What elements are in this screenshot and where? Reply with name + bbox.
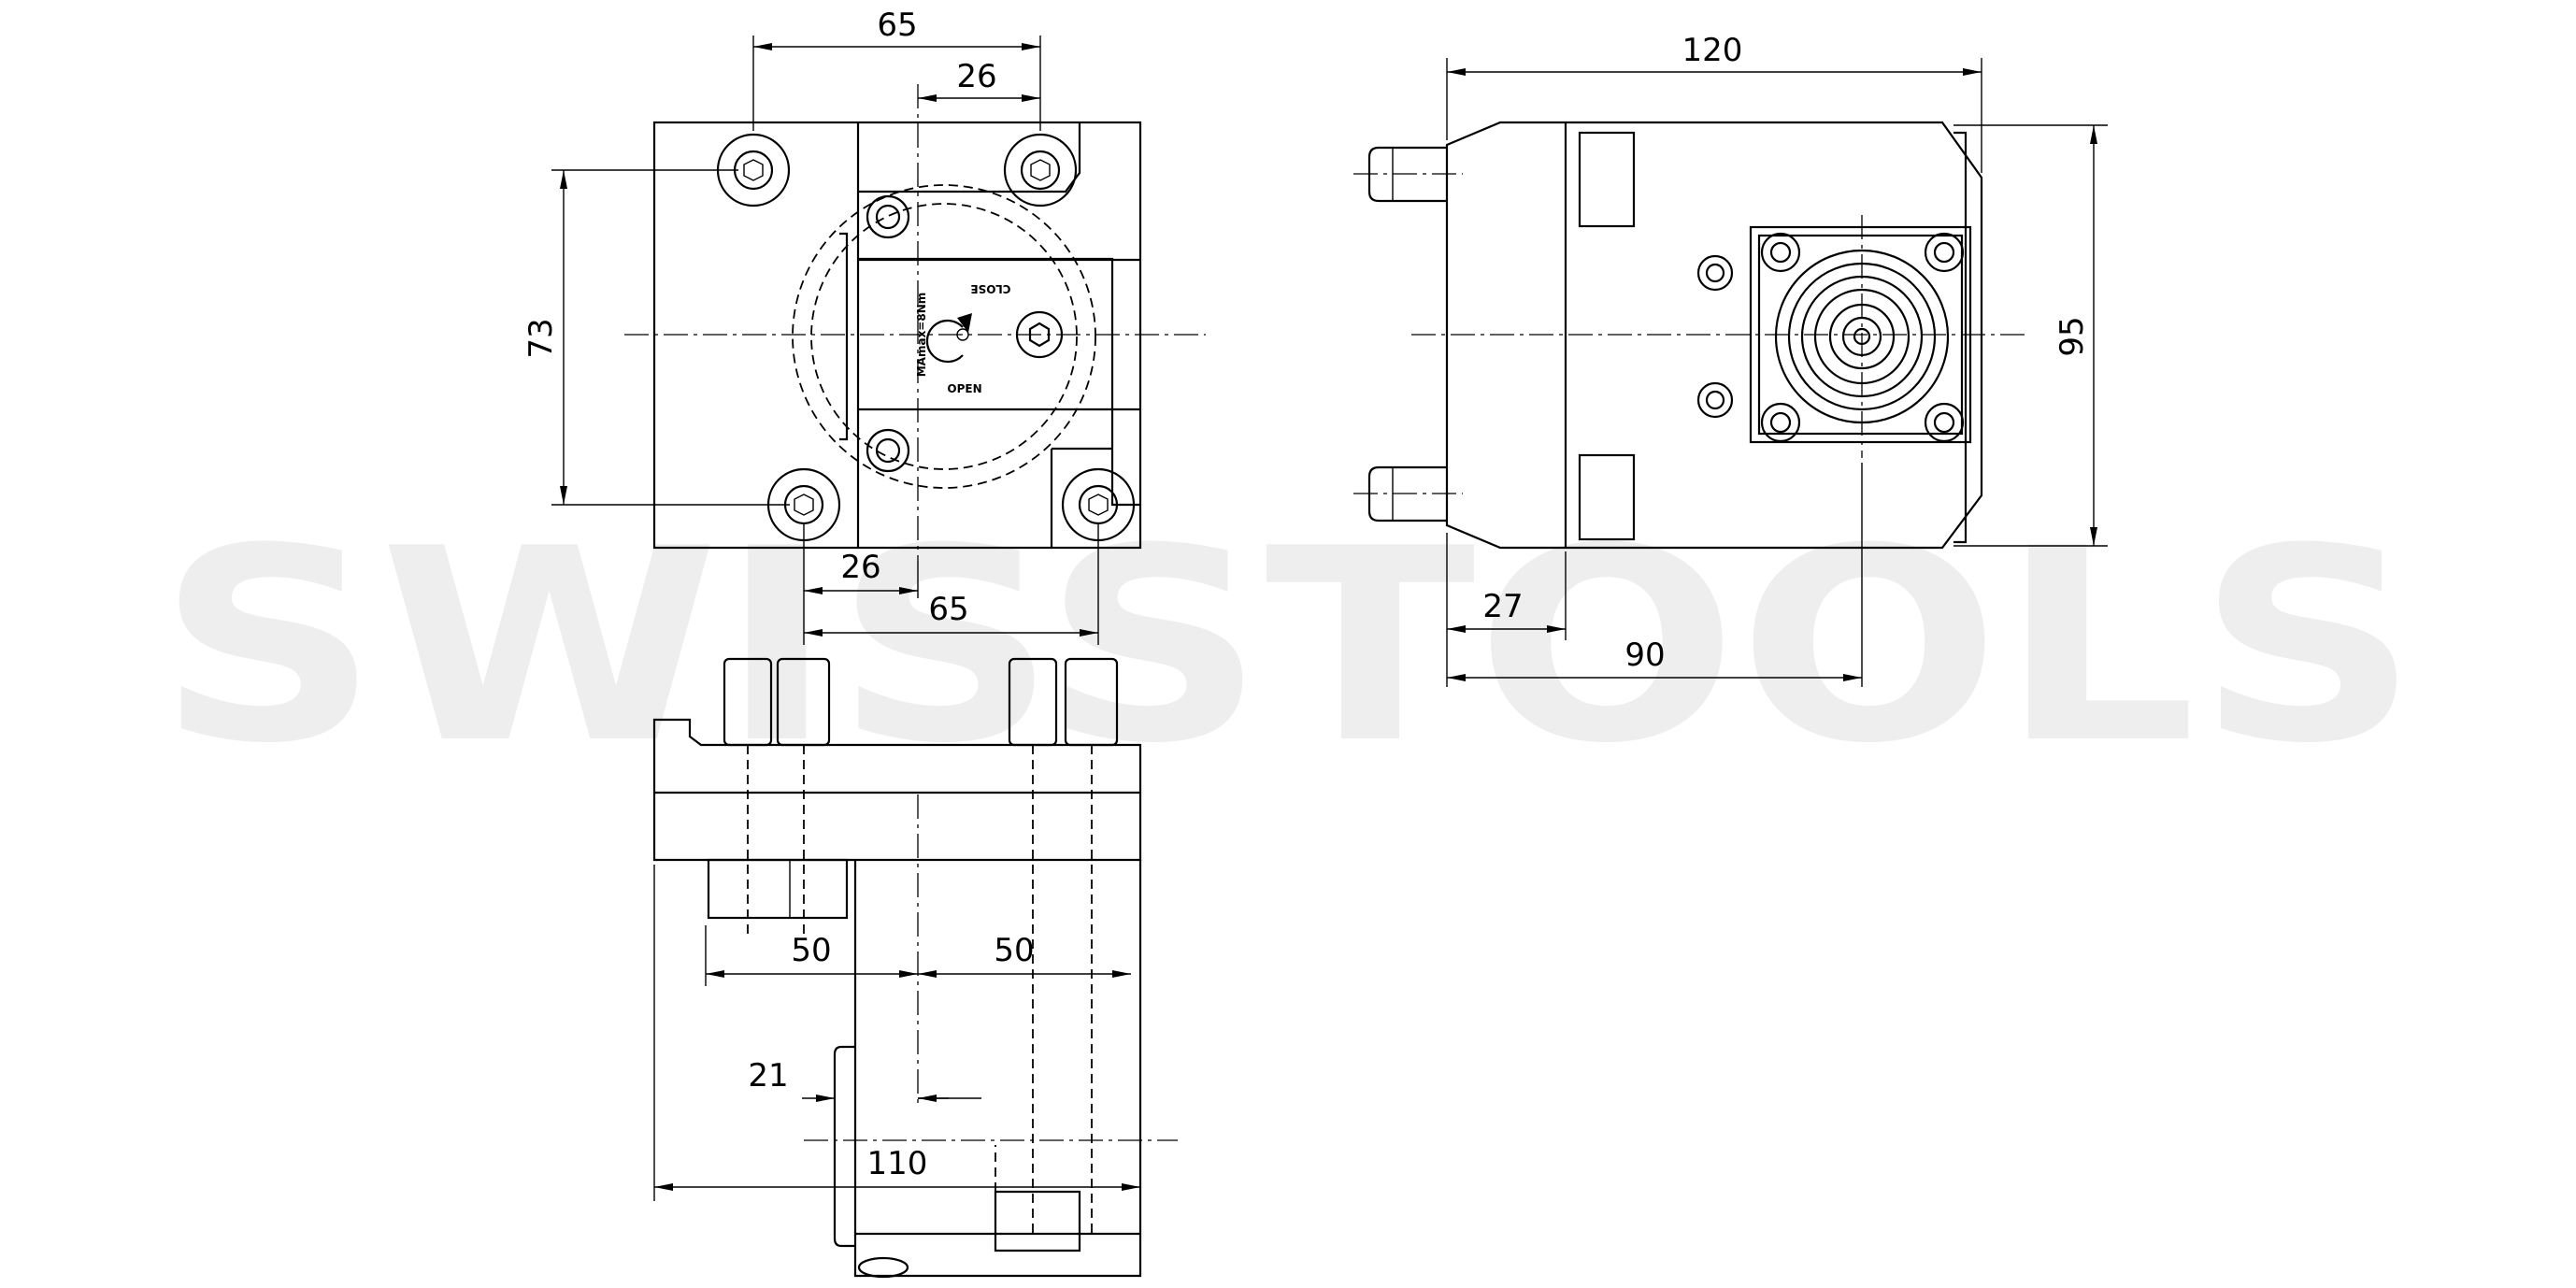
bolt-top-right bbox=[1003, 133, 1078, 208]
flange-bolt-top-left bbox=[1760, 232, 1801, 273]
svg-text:120: 120 bbox=[1682, 32, 1743, 69]
clamp-screw-upper bbox=[866, 194, 910, 239]
clamp-screw-lower bbox=[866, 428, 910, 473]
dim-bottom-width: 65 bbox=[804, 523, 1099, 645]
open-label: OPEN bbox=[947, 382, 981, 395]
svg-text:110: 110 bbox=[867, 1145, 928, 1182]
top-view: CLOSE OPEN MAmax=8Nm 65 26 73 26 bbox=[522, 7, 1206, 645]
svg-text:21: 21 bbox=[748, 1057, 788, 1095]
flange-bolt-top-right bbox=[1924, 232, 1965, 273]
side-view-body bbox=[1445, 121, 1983, 550]
svg-text:73: 73 bbox=[522, 318, 560, 358]
close-label: CLOSE bbox=[970, 282, 1010, 295]
side-screw-lower bbox=[1696, 381, 1734, 419]
front-view: 50 50 21 110 bbox=[652, 657, 1178, 1279]
adjust-screw bbox=[1015, 310, 1064, 359]
dim-front-total: 110 bbox=[653, 865, 1140, 1201]
side-view: 120 95 27 90 bbox=[1353, 32, 2108, 687]
svg-text:26: 26 bbox=[956, 58, 996, 95]
svg-text:65: 65 bbox=[877, 7, 917, 44]
rotation-arrow-icon bbox=[925, 313, 972, 364]
flange-bolt-bottom-left bbox=[1760, 402, 1801, 443]
dim-height: 73 bbox=[522, 169, 790, 506]
watermark: SWISSTOOLS bbox=[157, 492, 2419, 802]
svg-text:95: 95 bbox=[2054, 316, 2091, 356]
dim-side-center: 90 bbox=[1447, 463, 1863, 687]
svg-text:50: 50 bbox=[994, 932, 1034, 969]
svg-text:50: 50 bbox=[791, 932, 831, 969]
side-screw-upper bbox=[1696, 254, 1734, 292]
svg-text:26: 26 bbox=[840, 549, 880, 586]
dim-top-width: 65 bbox=[752, 7, 1041, 131]
dim-front-right-half: 50 bbox=[918, 932, 1131, 978]
dim-side-offset: 27 bbox=[1446, 533, 1567, 687]
clamp-ring-hidden bbox=[792, 184, 1096, 489]
torque-label: MAmax=8Nm bbox=[915, 293, 928, 378]
dim-front-offset: 21 bbox=[748, 1057, 981, 1102]
svg-text:65: 65 bbox=[928, 591, 968, 628]
dim-side-height: 95 bbox=[1953, 124, 2108, 547]
dim-top-offset: 26 bbox=[918, 58, 1040, 102]
svg-text:90: 90 bbox=[1624, 637, 1665, 674]
flange-bolt-bottom-right bbox=[1924, 402, 1965, 443]
dim-bottom-offset: 26 bbox=[803, 523, 919, 645]
svg-text:27: 27 bbox=[1482, 588, 1523, 625]
dim-length: 120 bbox=[1446, 32, 1982, 173]
dim-front-left-half: 50 bbox=[705, 925, 918, 986]
